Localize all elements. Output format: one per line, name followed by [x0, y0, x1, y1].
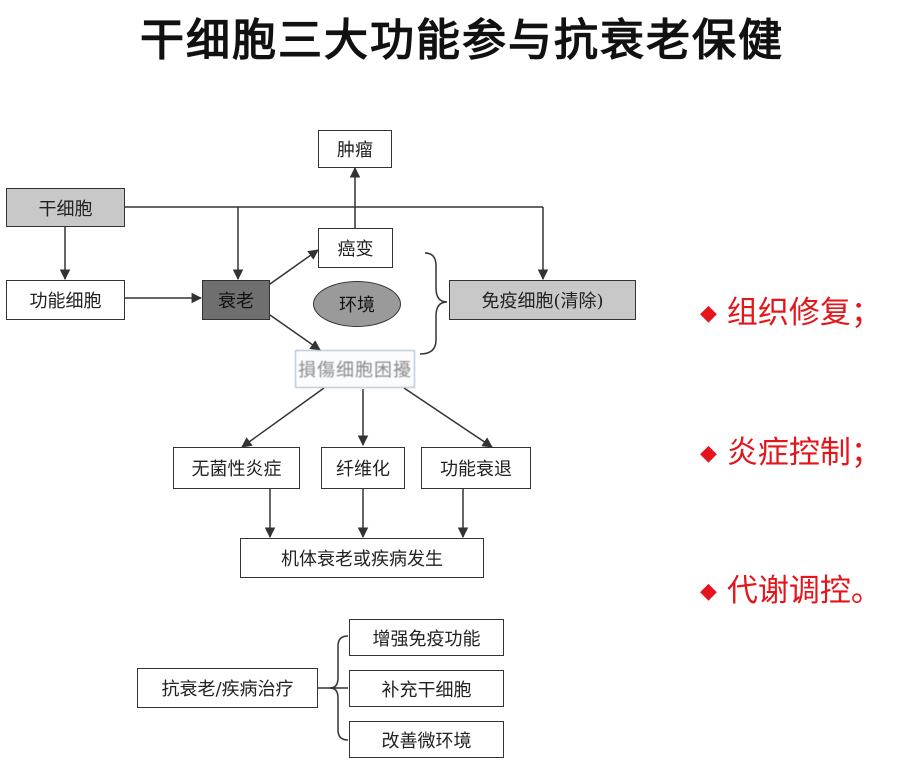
aging-box: 衰老	[202, 280, 270, 320]
body-aging-box: 机体衰老或疾病发生	[240, 538, 484, 578]
cancerization-box: 癌变	[318, 228, 393, 268]
arrow-aging-to-damaged	[269, 314, 321, 351]
diamond-icon: ◆	[700, 579, 717, 604]
diamond-icon: ◆	[700, 301, 717, 326]
damaged-cells-box: 損傷细胞困擾	[295, 350, 415, 388]
arrow-damaged-to-inflammation	[241, 387, 325, 448]
treatment-brace-top	[318, 635, 349, 689]
bullet-metabolic-regulation: ◆代谢调控。	[700, 573, 882, 609]
arrow-damaged-to-decline	[403, 387, 493, 448]
diamond-icon: ◆	[700, 441, 717, 466]
environment-ellipse: 环境	[313, 281, 401, 327]
treatment-box: 抗衰老/疾病治疗	[137, 668, 318, 708]
page-title: 干细胞三大功能参与抗衰老保健	[140, 15, 784, 66]
bullet-inflammation-control: ◆炎症控制；	[700, 435, 882, 471]
functional-decline-box: 功能衰退	[421, 447, 531, 489]
arrow-aging-to-cancer	[269, 249, 319, 285]
treatment-item: 改善微环境	[349, 721, 504, 758]
functional-cells-box: 功能细胞	[6, 280, 125, 320]
stem-cell-box: 干细胞	[6, 188, 125, 227]
brace	[419, 252, 448, 355]
fibrosis-box: 纤维化	[321, 447, 405, 489]
bullet-tissue-repair: ◆组织修复；	[700, 295, 882, 331]
aseptic-inflammation-box: 无菌性炎症	[173, 447, 300, 489]
treatment-item: 补充干细胞	[349, 670, 504, 707]
treatment-brace-bottom	[329, 687, 349, 741]
tumor-box: 肿瘤	[318, 130, 392, 168]
immune-cells-box: 免疫细胞(清除)	[449, 280, 636, 320]
treatment-item: 增强免疫功能	[349, 619, 504, 656]
